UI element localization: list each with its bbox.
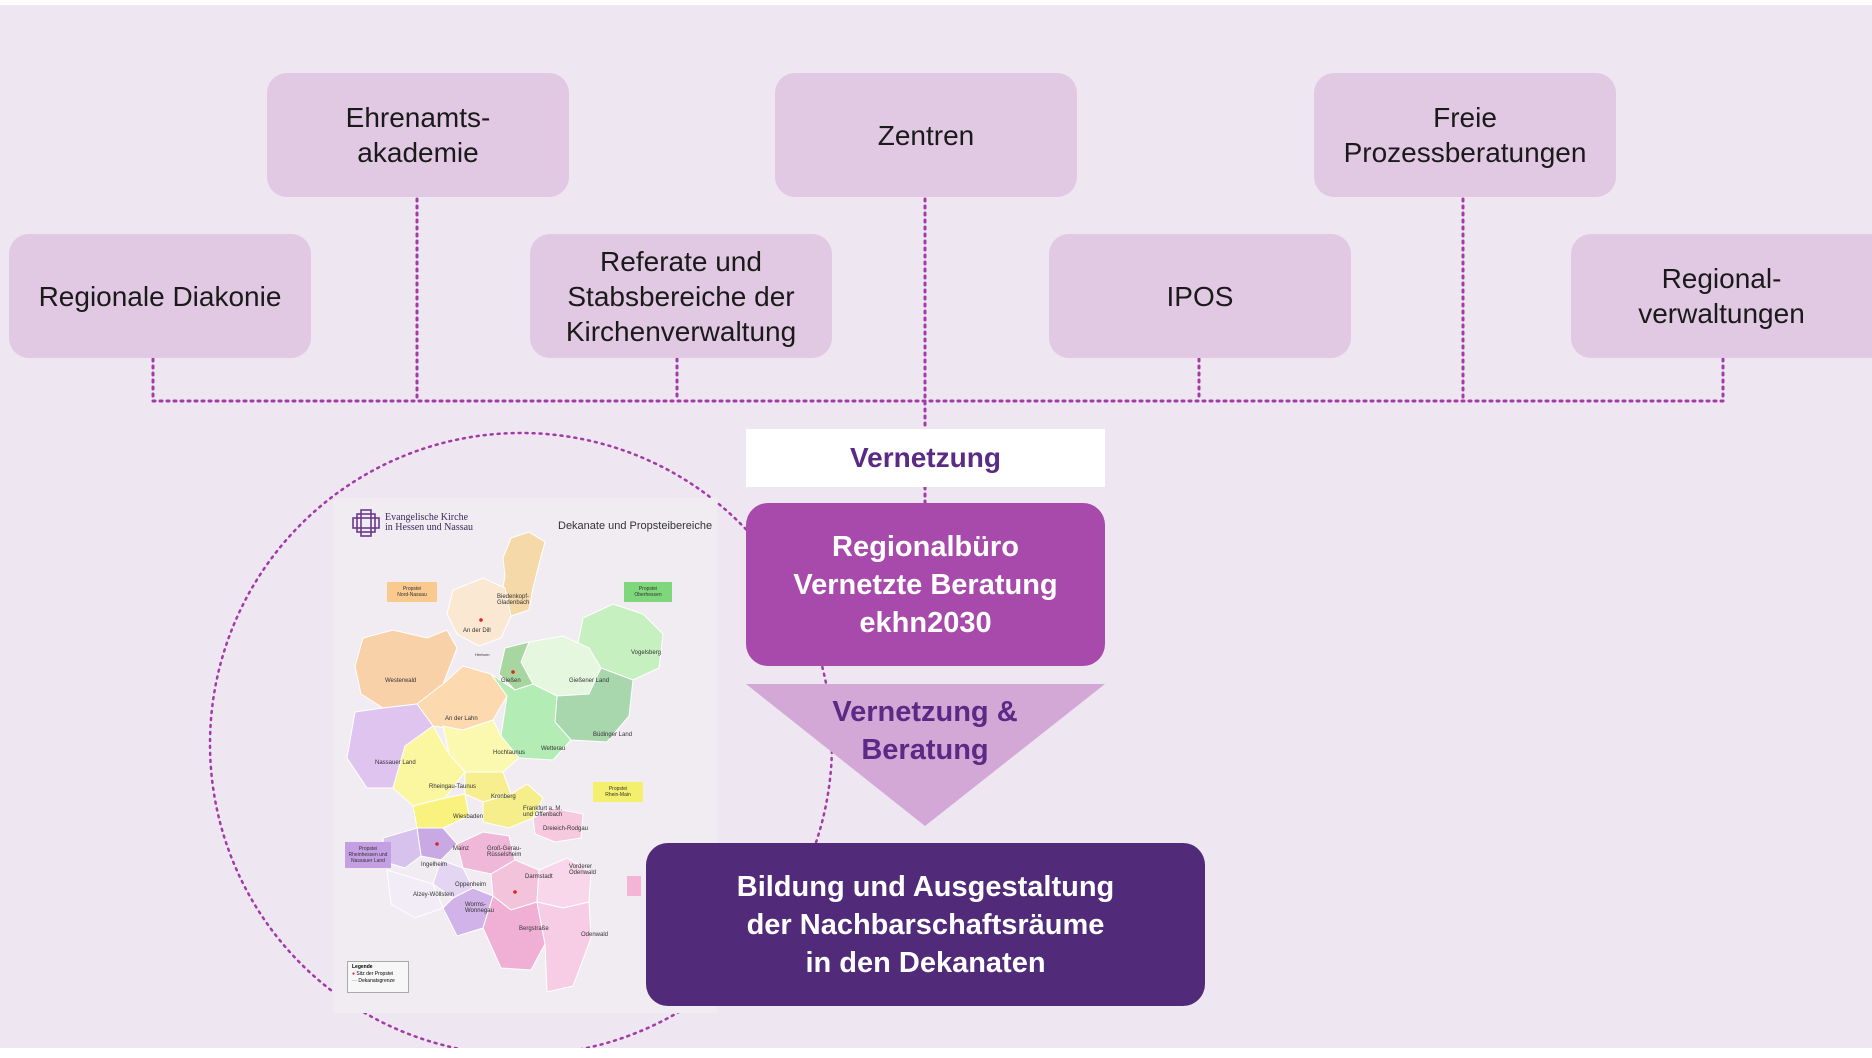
legend-item-border: — Dekanatsgrenze — [352, 978, 404, 985]
label-dreieich: Dreieich-Rodgau — [543, 826, 589, 832]
region-odenwald — [536, 901, 592, 993]
label-odenwald: Odenwald — [581, 932, 609, 938]
propstei-oberhessen: Propstei Oberhessen — [624, 582, 672, 602]
label-an-der-lahn: An der Lahn — [445, 716, 478, 722]
zentren-box: Zentren — [775, 73, 1077, 197]
propstei-nord-nassau: Propstei Nord-Nassau — [387, 582, 437, 602]
regionale-diakonie-label: Regionale Diakonie — [38, 280, 282, 312]
label-westerwald: Westerwald — [385, 678, 417, 684]
label-worms: Worms- Wonnegau — [465, 902, 494, 914]
label-ingelheim: Ingelheim — [421, 862, 448, 868]
propstei-seat-herborn — [479, 618, 483, 622]
legend-title: Legende — [352, 964, 373, 970]
legend-item-seat-label: Sitz der Propstei — [356, 971, 394, 977]
bildung-nachbarschaftsraeume-label: Bildung und Ausgestaltung der Nachbarsch… — [736, 870, 1115, 979]
legend-line-icon: — — [352, 978, 357, 984]
region-wetterau — [490, 673, 572, 761]
ekhn-logo: Evangelische Kirche in Hessen und Nassau — [351, 508, 473, 538]
regionalverwaltungen-box: Regional- verwaltungen — [1571, 234, 1872, 358]
label-giessener-land: Gießener Land — [569, 678, 610, 684]
propstei-seat-mainz — [435, 842, 439, 846]
legend-item-seat: ● Sitz der Propstei — [352, 971, 404, 978]
label-bergstrasse: Bergstraße — [519, 926, 549, 932]
label-wetterau: Wetterau — [541, 746, 566, 752]
bildung-nachbarschaftsraeume-box: Bildung und Ausgestaltung der Nachbarsch… — [646, 843, 1205, 1006]
label-an-der-dill: An der Dill — [463, 628, 491, 634]
vernetzung-beratung-triangle — [746, 684, 1105, 826]
label-kronberg: Kronberg — [491, 794, 516, 800]
regionale-diakonie-box: Regionale Diakonie — [9, 234, 311, 358]
map-title: Dekanate und Propsteibereiche — [558, 520, 713, 532]
legend-item-border-label: Dekanatsgrenze — [358, 978, 395, 984]
label-buedinger-land: Büdinger Land — [593, 732, 633, 738]
regionalverwaltungen-label: Regional- verwaltungen — [1638, 263, 1805, 329]
label-biedenkopf: Biedenkopf- Gladenbach — [497, 594, 530, 606]
freie-prozessberatungen-label: Freie Prozessberatungen — [1343, 102, 1587, 168]
ehrenamtsakademie-box: Ehrenamts- akademie — [267, 73, 569, 197]
referate-box: Referate und Stabsbereiche der Kirchenve… — [530, 234, 832, 358]
ehrenamtsakademie-label: Ehrenamts- akademie — [345, 102, 491, 168]
ipos-label: IPOS — [1166, 280, 1234, 312]
label-darmstadt: Darmstadt — [525, 874, 553, 880]
label-oppenheim: Oppenheim — [455, 882, 487, 888]
bottom-border — [0, 1048, 1872, 1058]
region-biedenkopf — [500, 531, 546, 617]
ekhn-cross-icon — [352, 509, 380, 537]
map-regions — [346, 531, 664, 993]
freie-prozessberatungen-box: Freie Prozessberatungen — [1314, 73, 1616, 197]
regionalbuero-box: Regionalbüro Vernetzte Beratung ekhn2030 — [746, 503, 1105, 666]
label-rheingau-taunus: Rheingau-Taunus — [429, 784, 477, 790]
region-an-der-dill — [446, 577, 512, 647]
label-alzey: Alzey-Wöllstein — [413, 892, 455, 898]
label-herborn: Herborn — [475, 652, 490, 657]
label-nassauer-land: Nassauer Land — [375, 760, 416, 766]
propstei-seat-giessen — [511, 670, 515, 674]
referate-label: Referate und Stabsbereiche der Kirchenve… — [565, 245, 797, 347]
propstei-rheinhessen: Propstei Rheinhessen und Nassauer Land — [345, 842, 391, 868]
label-gross-gerau: Groß-Gerau- Rüsselsheim — [487, 846, 522, 858]
vernetzung-label: Vernetzung — [746, 429, 1105, 487]
propstei-rhein-main: Propstei Rhein-Main — [593, 782, 643, 802]
region-dreieich — [532, 807, 584, 843]
regionalbuero-label: Regionalbüro Vernetzte Beratung ekhn2030 — [793, 530, 1058, 639]
ipos-box: IPOS — [1049, 234, 1351, 358]
region-alzey — [386, 869, 444, 919]
label-giessen: Gießen — [501, 678, 521, 684]
region-frankfurt — [482, 783, 544, 829]
top-border — [0, 0, 1872, 5]
zentren-label: Zentren — [877, 119, 975, 151]
label-vorderer-odenwald: Vorderer Odenwald — [569, 864, 597, 876]
ekhn-org-name: Evangelische Kirche in Hessen und Nassau — [385, 512, 474, 533]
vernetzung-beratung-label: Vernetzung & Beratung — [832, 696, 1018, 766]
propstei-seat-darmstadt — [513, 890, 517, 894]
label-wiesbaden: Wiesbaden — [453, 814, 484, 820]
map-legend: Legende ● Sitz der Propstei — Dekanatsgr… — [347, 961, 409, 993]
label-vogelsberg: Vogelsberg — [631, 650, 662, 656]
label-hochtaunus: Hochtaunus — [493, 750, 526, 756]
legend-dot-icon: ● — [352, 971, 356, 977]
propstei-starkenburg-swatch — [627, 876, 641, 896]
label-mainz: Mainz — [453, 846, 470, 852]
label-frankfurt: Frankfurt a. M. und Offenbach — [523, 806, 563, 818]
